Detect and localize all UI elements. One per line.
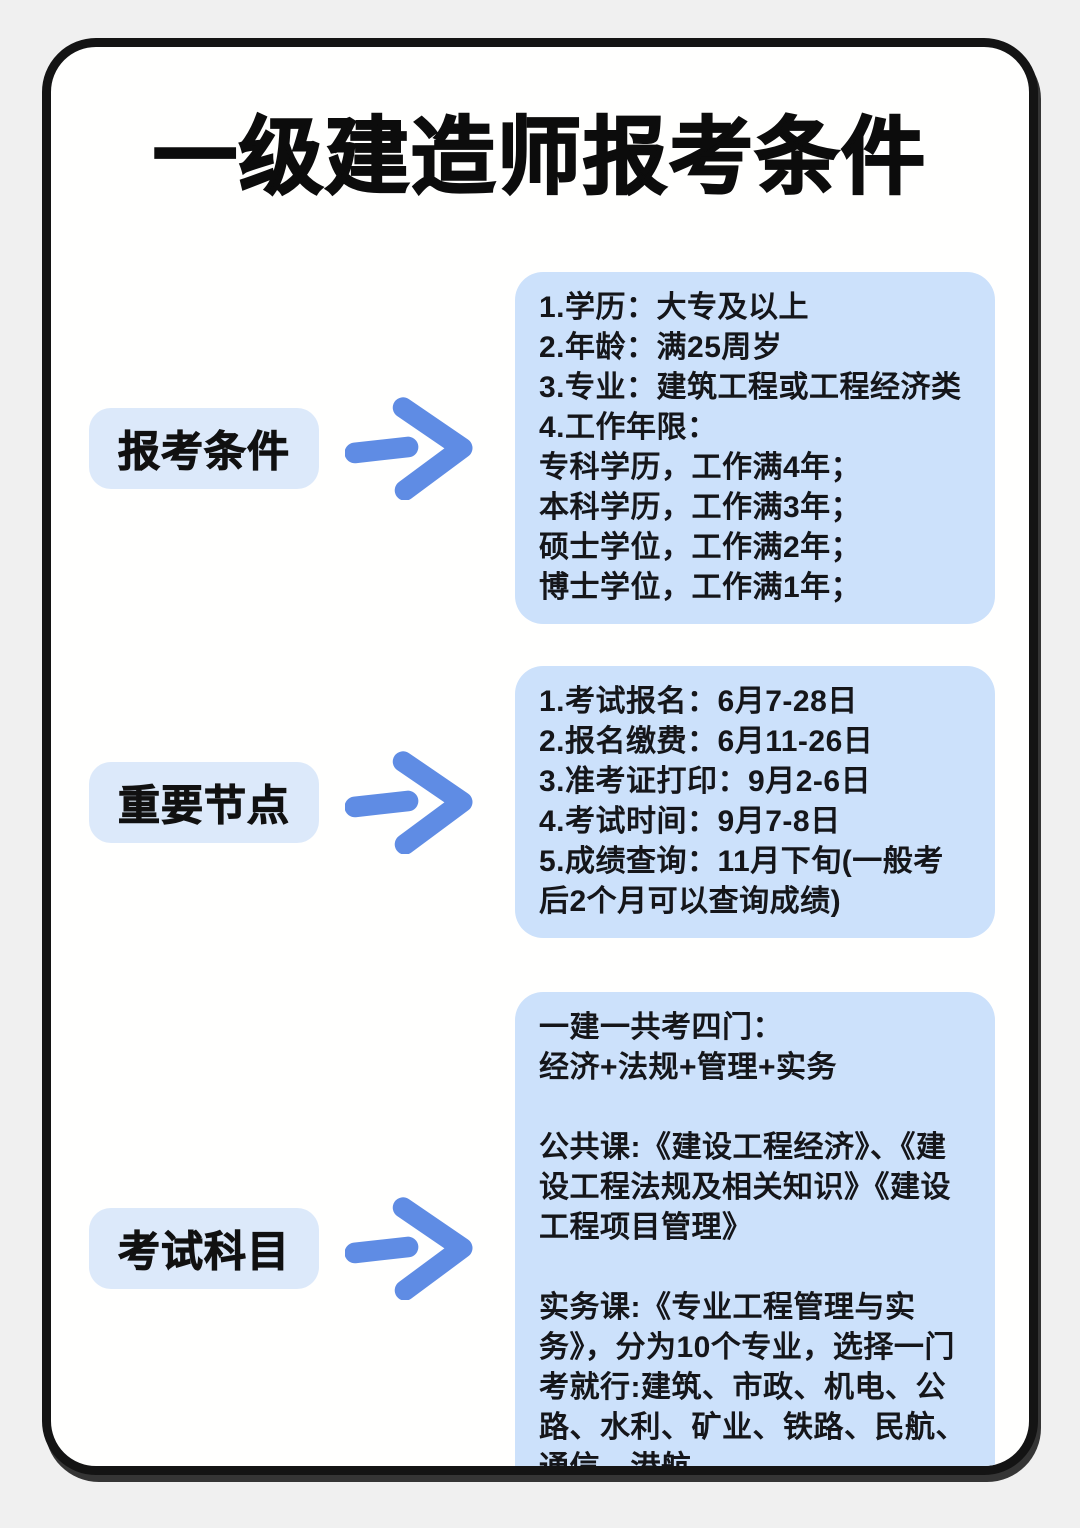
section-exam-subjects: 考试科目 一建一共考四门： 经济+法规+管理+实务 公共课:《建设工程经济》、《… [51,992,1029,1475]
requirement-line: 专科学历，工作满4年； [539,451,862,484]
page-title: 一级建造师报考条件 [152,109,927,205]
requirement-line: 4.工作年限： [539,411,718,444]
date-line: 5.成绩查询：11月下旬(一般考后2个月可以查询成绩) [539,845,944,918]
requirement-line: 博士学位，工作满1年； [539,571,862,604]
subjects-overview: 一建一共考四门： 经济+法规+管理+实务 [539,1011,838,1084]
date-line: 1.考试报名：6月7-28日 [539,685,858,718]
requirement-line: 本科学历，工作满3年； [539,491,862,524]
date-line: 3.准考证打印：9月2-6日 [539,765,872,798]
requirement-line: 2.年龄：满25周岁 [539,331,783,364]
content-box-exam-subjects: 一建一共考四门： 经济+法规+管理+实务 公共课:《建设工程经济》、《建设工程法… [515,992,995,1475]
label-pill-registration: 报考条件 [89,407,319,489]
requirement-line: 1.学历：大专及以上 [539,291,810,324]
public-courses: 公共课:《建设工程经济》、《建设工程法规及相关知识》《建设工程项目管理》 [539,1131,951,1244]
section-registration-requirements: 报考条件 1.学历：大专及以上 2.年龄：满25周岁 3.专业：建筑工程或工程经… [51,272,1029,624]
content-box-key-dates: 1.考试报名：6月7-28日 2.报名缴费：6月11-26日 3.准考证打印：9… [515,666,995,938]
arrow-right-icon [345,396,473,500]
poster-card: 一级建造师报考条件 报考条件 1.学历：大专及以上 2.年龄：满25周岁 3.专… [42,38,1038,1475]
practical-courses: 实务课:《专业工程管理与实务》，分为10个专业，选择一门考就行:建筑、市政、机电… [539,1291,966,1475]
arrow-right-icon [345,1196,473,1300]
date-line: 2.报名缴费：6月11-26日 [539,725,874,758]
arrow-right-icon [345,750,473,854]
section-key-dates: 重要节点 1.考试报名：6月7-28日 2.报名缴费：6月11-26日 3.准考… [51,666,1029,938]
content-box-registration: 1.学历：大专及以上 2.年龄：满25周岁 3.专业：建筑工程或工程经济类 4.… [515,272,995,624]
label-pill-key-dates: 重要节点 [89,761,319,843]
requirement-line: 3.专业：建筑工程或工程经济类 [539,371,962,404]
date-line: 4.考试时间：9月7-8日 [539,805,841,838]
requirement-line: 硕士学位，工作满2年； [539,531,862,564]
label-pill-exam-subjects: 考试科目 [89,1207,319,1289]
